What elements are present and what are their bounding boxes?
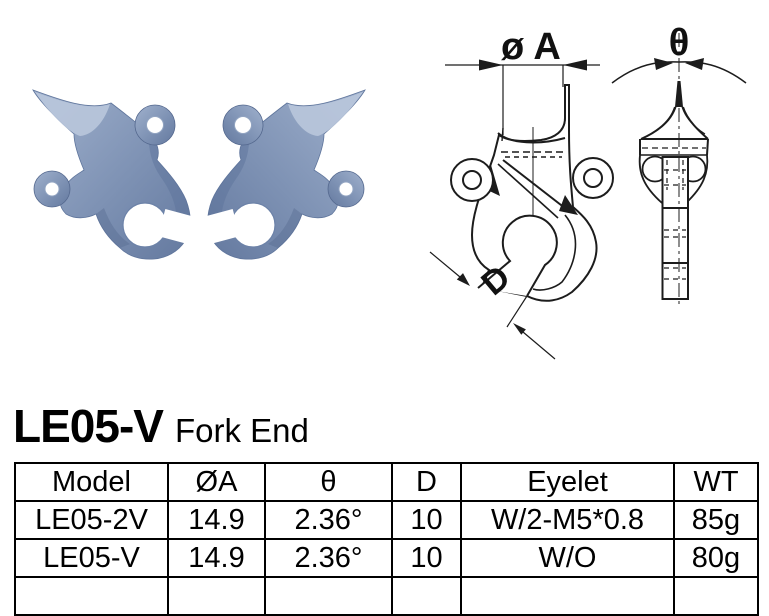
cell-wt: 85g	[673, 500, 759, 540]
col-header-d: D	[391, 462, 462, 502]
col-header-dia: ØA	[167, 462, 266, 502]
front-view	[429, 59, 614, 360]
cell-d: 10	[391, 500, 462, 540]
fork-end-left-part	[32, 89, 207, 260]
cell-dia: 14.9	[167, 538, 266, 578]
catalog-page: ø A θ D LE05-V Fork End Model ØA θ D Eyel…	[13, 22, 759, 616]
cell-eyelet: W/O	[460, 538, 675, 578]
col-header-theta: θ	[264, 462, 393, 502]
cell-theta: 2.36°	[264, 538, 393, 578]
model-name: LE05-V	[13, 400, 164, 452]
cell-model: LE05-V	[14, 538, 169, 578]
cell-eyelet: W/2-M5*0.8	[460, 500, 675, 540]
col-header-model: Model	[14, 462, 169, 502]
technical-drawing: ø A θ D	[429, 22, 747, 360]
product-type: Fork End	[174, 412, 309, 449]
table-row-clipped	[14, 576, 759, 616]
cell-wt: 80g	[673, 538, 759, 578]
dim-label-diameter: ø A	[501, 26, 561, 68]
col-header-wt: WT	[673, 462, 759, 502]
col-header-eyelet: Eyelet	[460, 462, 675, 502]
cell-dia: 14.9	[167, 500, 266, 540]
table-row: LE05-2V 14.9 2.36° 10 W/2-M5*0.8 85g	[14, 500, 759, 540]
cell-model: LE05-2V	[14, 500, 169, 540]
spec-header-row: Model ØA θ D Eyelet WT	[14, 462, 759, 502]
fork-end-right-part	[191, 89, 366, 260]
product-photo	[32, 89, 366, 260]
spec-table: Model ØA θ D Eyelet WT LE05-2V 14.9 2.36…	[14, 462, 759, 616]
page-title: LE05-V Fork End	[13, 399, 309, 453]
side-view	[611, 33, 747, 307]
dim-label-angle: θ	[669, 22, 690, 64]
cell-d: 10	[391, 538, 462, 578]
table-row: LE05-V 14.9 2.36° 10 W/O 80g	[14, 538, 759, 578]
cell-theta: 2.36°	[264, 500, 393, 540]
